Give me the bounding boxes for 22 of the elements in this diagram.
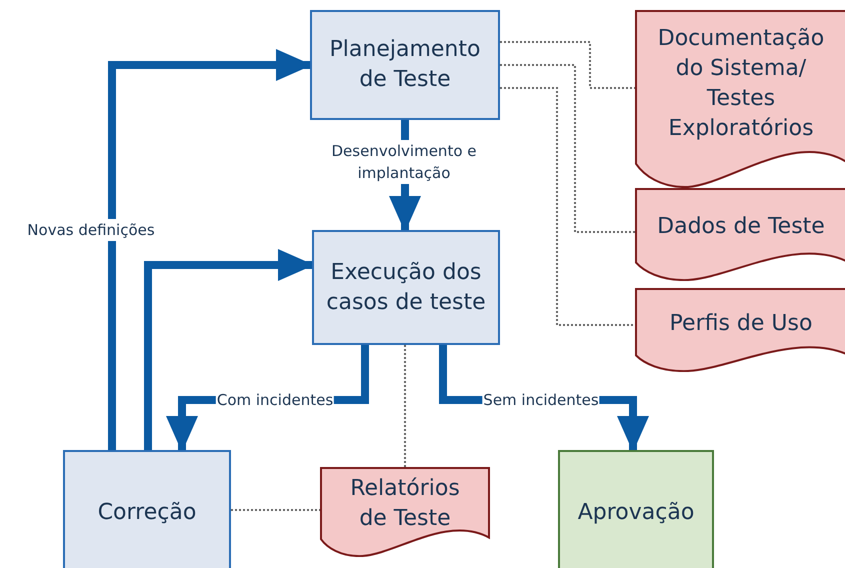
process-box <box>310 10 500 120</box>
node-text: Correção <box>98 498 196 526</box>
dotted-connector <box>500 87 635 326</box>
node-text: Aprovação <box>578 498 694 526</box>
dotted-connector <box>404 345 406 467</box>
document-shape <box>635 188 845 281</box>
process-box <box>63 450 231 568</box>
document-shape <box>635 10 845 188</box>
dotted-connector <box>500 41 635 89</box>
edge-label: Novas definições <box>26 219 156 241</box>
document-shape <box>635 288 845 372</box>
document-shape <box>320 467 490 557</box>
node-text: Execução dos casos de teste <box>326 258 486 316</box>
node-text: Documentação do Sistema/ Testes Exploratórios <box>656 25 826 143</box>
dotted-connector <box>500 64 635 233</box>
node-text: Planejamento de Teste <box>328 36 482 94</box>
dotted-connector <box>231 509 320 511</box>
approval-box <box>558 450 714 568</box>
process-box <box>312 230 500 345</box>
node-text: Relatórios de Teste <box>349 475 461 533</box>
node-text: Dados de Teste <box>657 212 825 240</box>
node-text: Perfis de Uso <box>670 310 812 338</box>
